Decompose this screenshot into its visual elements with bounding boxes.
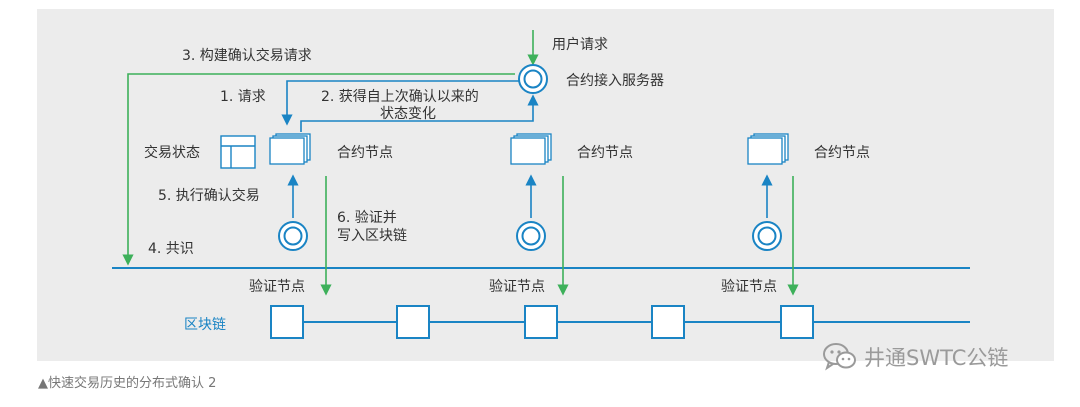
contract-access-server-icon — [518, 64, 548, 94]
step2-arrow — [300, 94, 539, 132]
validation-node-2-icon — [516, 221, 546, 251]
transaction-state-label: 交易状态 — [144, 144, 200, 161]
contract-node-1-icon — [269, 133, 311, 165]
validation-node-1-label: 验证节点 — [249, 279, 305, 295]
block-3 — [524, 305, 558, 339]
block-2 — [396, 305, 430, 339]
watermark: 井通SWTC公链 — [822, 340, 1008, 374]
step1-arrow — [281, 80, 519, 126]
contract-node-3-label: 合约节点 — [814, 145, 870, 161]
validation-node-1-icon — [278, 221, 308, 251]
step4-label: 4. 共识 — [148, 241, 194, 257]
diagram-background — [37, 9, 1054, 361]
wechat-icon — [823, 343, 856, 371]
step6-label-line1: 6. 验证并 — [337, 210, 397, 226]
block-4 — [651, 305, 685, 339]
step3-arrow — [122, 73, 515, 266]
step2-label-line2: 状态变化 — [380, 106, 436, 122]
contract-node-2-label: 合约节点 — [577, 145, 633, 161]
validation-node-3-icon — [752, 221, 782, 251]
transaction-state-icon — [220, 135, 256, 169]
validation-node-2-label: 验证节点 — [489, 279, 545, 295]
block-1 — [270, 305, 304, 339]
contract-access-server-label: 合约接入服务器 — [566, 72, 664, 89]
contract-node-3-icon — [747, 133, 789, 165]
step6-label-line2: 写入区块链 — [337, 228, 407, 244]
contract-node-2-icon — [510, 133, 552, 165]
step2-label-line1: 2. 获得自上次确认以来的 — [321, 88, 479, 105]
watermark-text: 井通SWTC公链 — [864, 346, 1009, 370]
user-request-label: 用户请求 — [552, 36, 608, 53]
block-5 — [780, 305, 814, 339]
figure-caption: ▲快速交易历史的分布式确认 2 — [38, 376, 217, 391]
step1-label: 1. 请求 — [220, 89, 266, 105]
step3-label: 3. 构建确认交易请求 — [182, 47, 312, 64]
step5-label: 5. 执行确认交易 — [158, 187, 260, 204]
contract-node-1-label: 合约节点 — [337, 145, 393, 161]
blockchain-label: 区块链 — [184, 317, 226, 333]
validation-node-3-label: 验证节点 — [721, 279, 777, 295]
